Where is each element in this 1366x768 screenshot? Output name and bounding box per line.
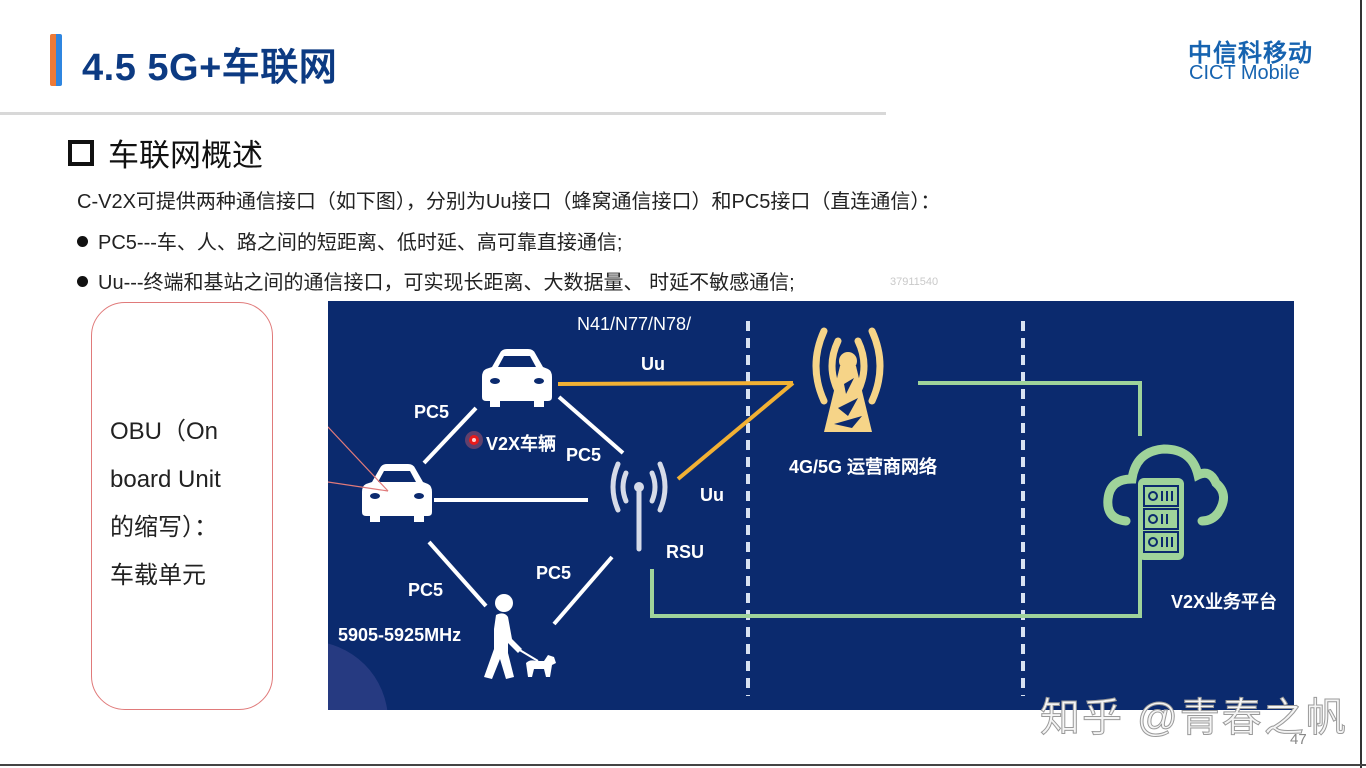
bullet-text: Uu---终端和基站之间的通信接口，可实现长距离、大数据量、 时延不敏感通信; <box>98 272 795 294</box>
intro-paragraph: C-V2X可提供两种通信接口（如下图），分别为Uu接口（蜂窝通信接口）和PC5接… <box>77 191 941 213</box>
page-title: 4.5 5G+车联网 <box>82 47 338 89</box>
callout-line: OBU（On <box>110 418 219 445</box>
bullet-item-pc5: PC5---车、人、路之间的短距离、低时延、高可靠直接通信; <box>77 226 622 255</box>
callout-line: board Unit <box>110 466 221 493</box>
v2x-vehicle-label: V2X车辆 <box>486 434 557 454</box>
frequency-range-label: 5905-5925MHz <box>338 625 462 645</box>
cell-tower-icon <box>812 327 884 432</box>
section-heading: 车联网概述 <box>68 130 263 175</box>
company-logo-english: CICT Mobile <box>1189 62 1300 84</box>
pedestrian-dog-icon <box>484 594 556 679</box>
company-logo-chinese: 中信科移动 <box>1188 40 1313 67</box>
bullet-dot-icon <box>77 276 88 287</box>
c-v2x-diagram: N41/N77/N78/ Uu PC5 V2X车辆 PC5 Uu RSU 4G/… <box>328 301 1294 710</box>
frequency-bands-label: N41/N77/N78/ <box>577 314 692 334</box>
title-accent-bar <box>50 34 62 86</box>
car-icon-left <box>362 464 432 522</box>
rsu-antenna-icon <box>610 461 668 552</box>
page-number: 47 <box>1290 731 1307 748</box>
faint-watermark-number: 37911540 <box>890 276 939 288</box>
obu-callout-box <box>91 302 273 710</box>
pc5-label-top-left: PC5 <box>414 402 450 422</box>
pc5-label-bottom-right: PC5 <box>536 563 572 583</box>
bullet-item-uu: Uu---终端和基站之间的通信接口，可实现长距离、大数据量、 时延不敏感通信; <box>77 266 795 295</box>
callout-line: 的缩写）： <box>110 514 218 541</box>
uu-label-rsu: Uu <box>700 485 724 505</box>
diagram-graphics <box>328 321 1228 710</box>
callout-line: 车载单元 <box>110 562 206 589</box>
zhihu-watermark: 知乎 @青春之帆 <box>1040 696 1348 741</box>
bullet-text: PC5---车、人、路之间的短距离、低时延、高可靠直接通信; <box>98 232 623 254</box>
cloud-server-icon <box>1103 444 1228 560</box>
uu-label-top: Uu <box>641 354 665 374</box>
v2x-platform-label: V2X业务平台 <box>1171 592 1278 612</box>
bullet-dot-icon <box>77 236 88 247</box>
pc5-label-bottom-left: PC5 <box>408 580 444 600</box>
operator-network-label: 4G/5G 运营商网络 <box>789 457 938 477</box>
pc5-label-top-right: PC5 <box>566 445 602 465</box>
rsu-label: RSU <box>666 542 705 562</box>
car-icon-top <box>482 349 552 407</box>
frame-border-right <box>1360 0 1362 768</box>
obu-callout-text: OBU（On board Unit 的缩写）： 车载单元 <box>110 408 221 600</box>
title-divider <box>0 112 886 115</box>
square-bullet-icon <box>68 139 94 166</box>
frame-border-bottom <box>0 764 1366 766</box>
section-heading-text: 车联网概述 <box>108 138 263 173</box>
